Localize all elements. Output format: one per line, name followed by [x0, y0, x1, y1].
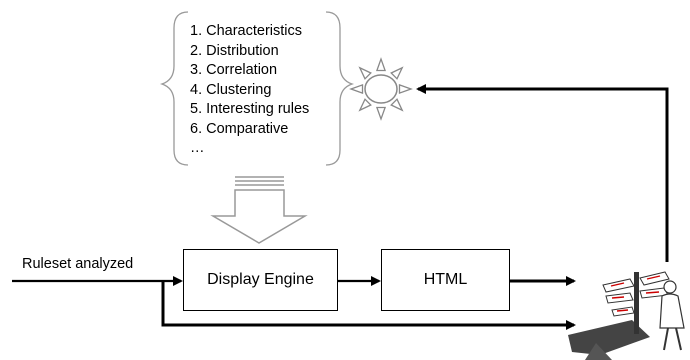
sun-ray — [390, 66, 404, 80]
list-item: 1. Characteristics — [190, 23, 303, 39]
list-item: … — [190, 140, 205, 156]
sun-ray — [375, 57, 387, 72]
sun-ray — [390, 98, 404, 112]
list-item: 6. Comparative — [190, 120, 289, 137]
sun-ray — [349, 83, 364, 95]
right-brace — [325, 11, 355, 166]
list-item: 4. Clustering — [190, 81, 272, 98]
html-box: HTML — [381, 249, 510, 311]
list-item: 5. Interesting rules — [190, 101, 310, 117]
bypass-arrow — [161, 281, 576, 330]
sun-ray — [375, 106, 387, 121]
display-engine-box: Display Engine — [183, 249, 338, 311]
list-item: 3. Correlation — [190, 62, 278, 78]
input-label: Ruleset analyzed — [22, 256, 134, 272]
down-arrow — [210, 176, 308, 244]
left-brace — [159, 11, 189, 166]
sun-icon — [349, 57, 413, 121]
html-label: HTML — [423, 271, 468, 288]
sun-ray — [358, 98, 372, 112]
display-engine-label: Display Engine — [207, 271, 314, 288]
list-item: 2. Distribution — [190, 42, 279, 59]
analysis-list: 1. Characteristics 2. Distribution 3. Co… — [190, 22, 340, 159]
feedback-arrow — [416, 84, 669, 262]
user-with-signpost-icon — [568, 271, 685, 360]
sun-ray — [398, 83, 413, 95]
sun-ray — [358, 66, 372, 80]
